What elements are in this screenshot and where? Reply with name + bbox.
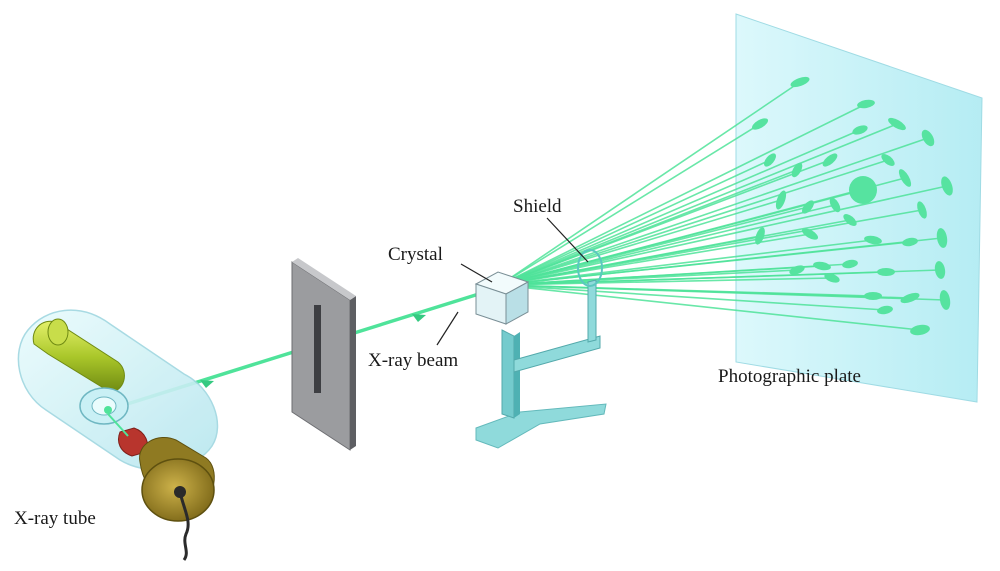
- diffraction-spot: [755, 227, 765, 245]
- diffracted-ray: [499, 103, 867, 286]
- diffracted-ray: [499, 284, 886, 311]
- diffraction-spot: [802, 200, 814, 214]
- leader-lines: [436, 217, 589, 346]
- diffraction-spot: [917, 201, 927, 219]
- diffraction-spot: [764, 153, 776, 167]
- diffraction-spot: [888, 117, 906, 131]
- diffracted-ray: [499, 269, 798, 286]
- diffraction-spot: [790, 76, 810, 88]
- crystal-label: Crystal: [388, 244, 443, 265]
- diffraction-spot: [902, 237, 918, 247]
- diffracted-ray: [499, 271, 887, 286]
- diffracted-ray: [499, 204, 836, 286]
- shield-label: Shield: [513, 196, 562, 217]
- diffraction-spot: [751, 118, 769, 130]
- diffracted-ray: [499, 123, 761, 286]
- diffraction-spot: [910, 324, 930, 336]
- diffraction-spot: [842, 259, 858, 269]
- diffraction-spot: [813, 261, 831, 271]
- diffraction-spot: [822, 153, 838, 167]
- diffracted-ray: [499, 169, 798, 286]
- diffracted-ray: [499, 159, 771, 286]
- diffracted-ray: [499, 159, 889, 286]
- diffraction-spot: [877, 305, 893, 315]
- diffraction-spot: [849, 176, 877, 204]
- diffraction-spot: [843, 214, 857, 226]
- crystal-stand-icon: [475, 249, 607, 449]
- diffracted-ray: [499, 277, 833, 286]
- diffracted-ray: [499, 284, 921, 331]
- diffracted-ray: [499, 235, 761, 286]
- crystal-leader-line: [460, 263, 493, 283]
- diffracted-ray: [499, 239, 874, 286]
- slit-screen-icon: [291, 258, 356, 451]
- diffraction-spot: [881, 154, 895, 166]
- diffracted-ray: [499, 137, 929, 286]
- beam-arrow-icon: [200, 380, 214, 388]
- diffraction-spot: [939, 290, 951, 310]
- diffraction-spot: [936, 228, 948, 248]
- diffraction-spot: [864, 292, 882, 300]
- diffraction-spot: [801, 228, 819, 240]
- diffracted-beams: [499, 81, 948, 331]
- diffracted-ray: [499, 129, 861, 286]
- photographic-plate-icon: [735, 13, 983, 403]
- diffraction-spot: [898, 169, 912, 187]
- diffracted-ray: [499, 241, 911, 286]
- diffraction-spot: [877, 268, 895, 276]
- diffraction-spot: [829, 197, 841, 213]
- xray-tube-icon: [17, 309, 219, 561]
- beam-arrow-icon: [412, 314, 426, 322]
- diffracted-ray: [499, 284, 911, 299]
- diffraction-spot: [857, 99, 875, 109]
- shield-leader-line: [546, 217, 589, 263]
- xray-tube-label: X-ray tube: [14, 508, 96, 529]
- diffraction-spot: [864, 235, 882, 245]
- crystal-icon: [474, 271, 530, 325]
- beam-leader-line: [436, 311, 459, 346]
- photographic-plate-label: Photographic plate: [718, 366, 861, 387]
- diffracted-ray: [499, 199, 782, 286]
- diffracted-ray: [499, 81, 801, 286]
- diffraction-spot: [824, 273, 840, 283]
- diffracted-ray: [499, 123, 898, 286]
- diffracted-ray: [499, 185, 948, 286]
- diffraction-spot: [791, 162, 803, 178]
- diffraction-spot: [775, 190, 787, 210]
- diffraction-spot: [852, 125, 868, 135]
- diffraction-spot: [941, 176, 953, 196]
- xray-beam-label: X-ray beam: [368, 350, 459, 371]
- diffraction-spot: [921, 129, 935, 147]
- diffraction-spot: [900, 292, 920, 304]
- diffraction-spot: [789, 265, 805, 275]
- diffraction-spots: [751, 76, 953, 336]
- diffraction-spot: [934, 261, 946, 279]
